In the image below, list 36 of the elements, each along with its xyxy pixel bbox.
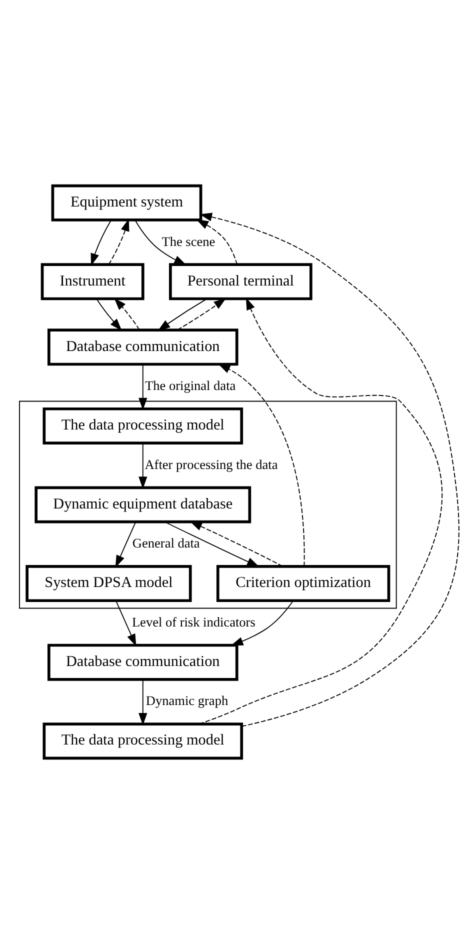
- arrow: [90, 220, 112, 266]
- edge-label: Level of risk indicators: [132, 614, 256, 630]
- arrow: [115, 522, 136, 568]
- node-box: Personal terminal: [168, 263, 312, 300]
- arrow: [158, 298, 208, 331]
- arrow: [108, 218, 130, 265]
- node-box: The data processing model: [42, 407, 244, 444]
- arrow: [230, 600, 294, 646]
- arrow: [138, 442, 148, 489]
- cluster: [19, 400, 397, 609]
- node-box: Database communication: [47, 644, 238, 681]
- arrow: [164, 521, 260, 567]
- edge-label: General data: [132, 536, 200, 551]
- edge-label: After processing the data: [144, 456, 278, 472]
- edge-label: Dynamic graph: [146, 693, 228, 708]
- arrow: [198, 298, 442, 724]
- node-box: System DPSA model: [26, 565, 192, 602]
- node-box: Database communication: [47, 328, 238, 366]
- node-box: Dynamic equipment database: [34, 486, 252, 524]
- arrow: [115, 600, 136, 646]
- arrow: [218, 364, 305, 567]
- edge-label: The scene: [162, 234, 216, 249]
- node-box: The data processing model: [42, 722, 244, 760]
- arrow: [134, 220, 186, 266]
- arrow: [200, 212, 460, 727]
- edge-label: The original data: [145, 378, 236, 394]
- arrow: [96, 298, 122, 331]
- arrow: [176, 298, 226, 330]
- arrow: [138, 364, 148, 410]
- node-box: Instrument: [40, 263, 144, 300]
- arrow: [190, 521, 283, 567]
- arrow: [138, 679, 148, 726]
- node-box: Criterion optimization: [216, 565, 390, 602]
- arrow: [196, 219, 238, 265]
- node-box: Equipment system: [51, 184, 202, 222]
- arrow: [114, 298, 140, 330]
